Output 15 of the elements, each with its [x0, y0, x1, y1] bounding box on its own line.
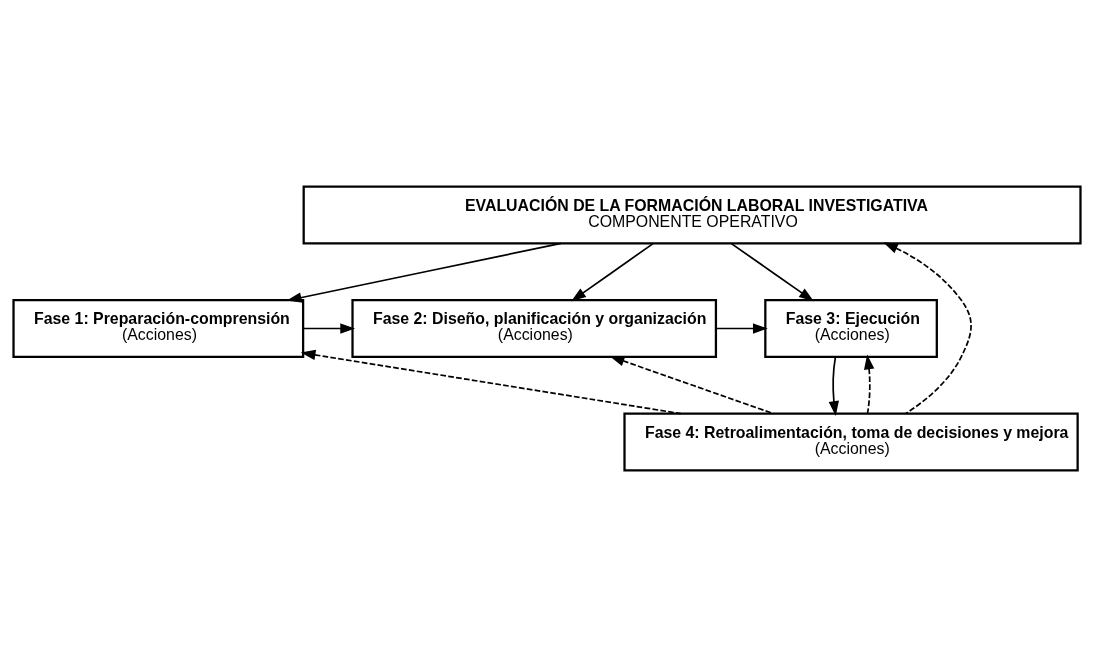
- arrow: [864, 354, 875, 414]
- arrow: [883, 241, 972, 414]
- arrow: [730, 242, 814, 301]
- arrow: [286, 242, 562, 303]
- node-box: EVALUACIÓN DE LA FORMACIÓN LABORAL INVESTIGATIVA COMPONENTE OPERATIVO: [302, 184, 1082, 244]
- node-box: Fase 2: Diseño, planificación y organización (Acciones): [351, 298, 718, 358]
- node-box: Fase 1: Preparación-comprensión (Acciones): [12, 298, 305, 358]
- arrow: [828, 355, 839, 416]
- node-box: Fase 4: Retroalimentación, toma de decisiones y mejora (Acciones): [623, 412, 1079, 472]
- arrow: [571, 242, 654, 301]
- arrow: [715, 322, 768, 334]
- arrow: [302, 322, 356, 334]
- arrow: [300, 349, 682, 414]
- arrow: [609, 355, 775, 414]
- node-box: Fase 3: Ejecución (Acciones): [764, 298, 938, 358]
